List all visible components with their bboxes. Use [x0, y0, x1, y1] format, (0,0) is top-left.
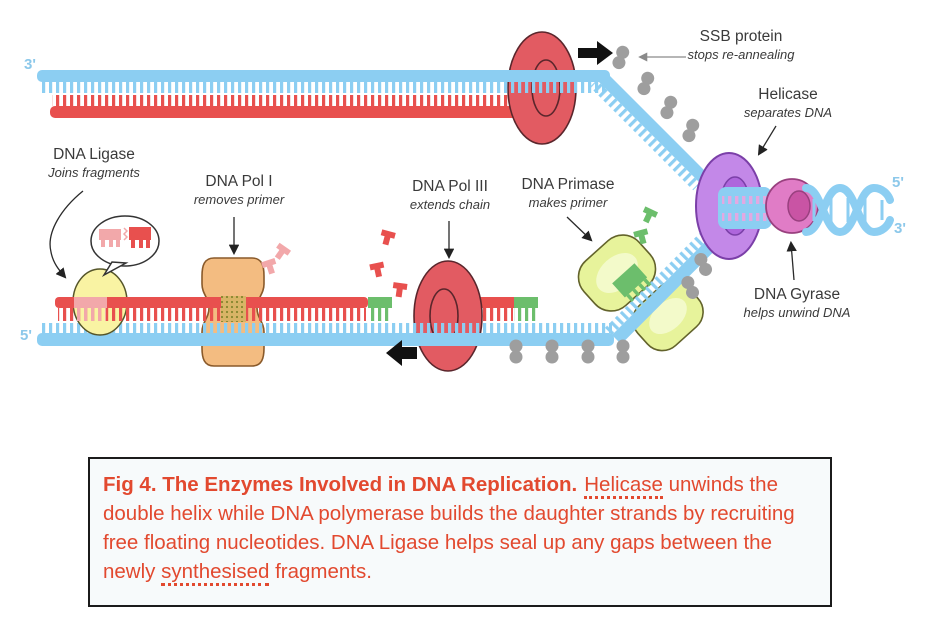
- strand-end-5prime-right: 5': [892, 174, 904, 191]
- caption-body-end: fragments.: [269, 560, 372, 583]
- strand-end-3prime-top-left: 3': [24, 56, 36, 73]
- leading-template-fork-section: [589, 70, 712, 191]
- leading-daughter-strand-red: [50, 95, 544, 118]
- primase-pointer-arrow: [566, 216, 593, 242]
- helicase-pointer-arrow: [757, 125, 777, 156]
- gyrase-pointer-arrow: [786, 240, 797, 281]
- free-nucleotides-pink: [261, 242, 292, 275]
- double-helix: [802, 183, 894, 237]
- label-dna-pol-i: DNA Pol I removes primer: [193, 173, 285, 207]
- caption-body-text: unwinds the double helix while DNA polym…: [103, 473, 795, 583]
- okazaki-fragment-2: [480, 297, 538, 321]
- strand-end-3prime-right: 3': [894, 220, 906, 237]
- ligated-fragment-pink: [74, 297, 107, 321]
- duplex-in-helicase: [718, 187, 772, 229]
- label-dna-gyrase: DNA Gyrase helps unwind DNA: [743, 286, 851, 320]
- caption-misspelled-synthesised: synthesised: [161, 560, 270, 586]
- okazaki-fragment-1: [55, 297, 392, 321]
- label-dna-ligase: DNA Ligase Joins fragments: [48, 146, 140, 180]
- lagging-strand-over-clamp: [413, 323, 485, 346]
- ligase-pointer-arrow: [49, 190, 84, 279]
- lagging-template-strand-blue: [37, 323, 614, 346]
- ssb-proteins: [509, 45, 713, 364]
- label-dna-pol-iii: DNA Pol III extends chain: [409, 178, 491, 212]
- direction-arrow-right: [578, 41, 613, 65]
- label-helicase: Helicase separates DNA: [743, 86, 833, 120]
- caption-misspelled-helicase: Helicase: [584, 473, 663, 499]
- label-ssb-protein: SSB protein stops re-annealing: [687, 28, 795, 62]
- leading-template-strand-blue: [37, 70, 610, 93]
- free-nucleotides-red: [369, 229, 408, 298]
- free-nucleotides-green: [633, 206, 659, 245]
- replication-diagram-canvas: [37, 31, 894, 372]
- rna-primer-green: [612, 263, 652, 303]
- ligase-speech-bubble: [90, 215, 160, 278]
- dna-pol-i-patch: [221, 296, 246, 322]
- label-dna-primase: DNA Primase makes primer: [521, 176, 615, 210]
- dna-gyrase-enzyme: [765, 178, 819, 234]
- lagging-template-fork-section: [604, 228, 722, 345]
- caption-title: Fig 4. The Enzymes Involved in DNA Repli…: [103, 473, 578, 496]
- dna-pol-iii-lagging-enzyme: [413, 260, 483, 372]
- direction-arrow-left: [386, 340, 417, 366]
- strand-end-5prime-bottom-left: 5': [20, 327, 32, 344]
- figure-caption-box: Fig 4. The Enzymes Involved in DNA Repli…: [88, 457, 832, 607]
